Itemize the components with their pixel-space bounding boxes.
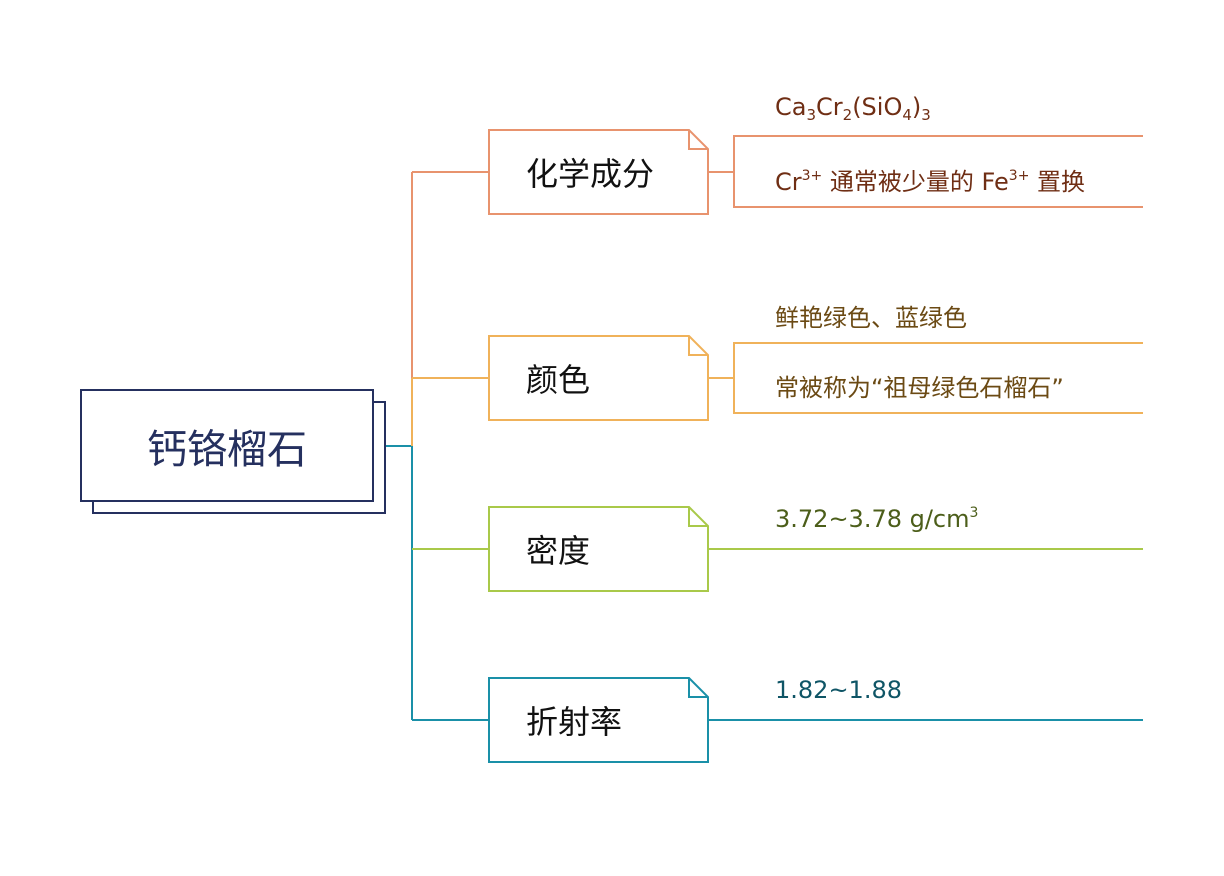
branch-node-chemical-composition[interactable]: 化学成分 (488, 129, 709, 215)
detail-chemical-formula: Ca3Cr2(SiO4)3 (775, 93, 931, 124)
branch-node-refractive-index[interactable]: 折射率 (488, 677, 709, 763)
note-shape (488, 335, 709, 421)
note-shape (488, 129, 709, 215)
detail-substitution: Cr3+ 通常被少量的 Fe3+ 置换 (775, 168, 1086, 196)
detail-refractive-value: 1.82~1.88 (775, 676, 902, 704)
note-shape (488, 506, 709, 592)
branch-label: 密度 (526, 532, 591, 570)
root-node[interactable]: 钙铬榴石 (80, 389, 374, 502)
branch-label: 化学成分 (526, 155, 655, 193)
branch-label: 折射率 (526, 703, 623, 741)
detail-color-nickname: 常被称为“祖母绿色石榴石” (775, 374, 1064, 402)
note-shape (488, 677, 709, 763)
detail-color-hue: 鲜艳绿色、蓝绿色 (775, 304, 967, 332)
detail-density-value: 3.72~3.78 g/cm3 (775, 505, 979, 533)
branch-node-density[interactable]: 密度 (488, 506, 709, 592)
root-title: 钙铬榴石 (147, 426, 307, 473)
branch-label: 颜色 (526, 361, 591, 399)
branch-node-color[interactable]: 颜色 (488, 335, 709, 421)
